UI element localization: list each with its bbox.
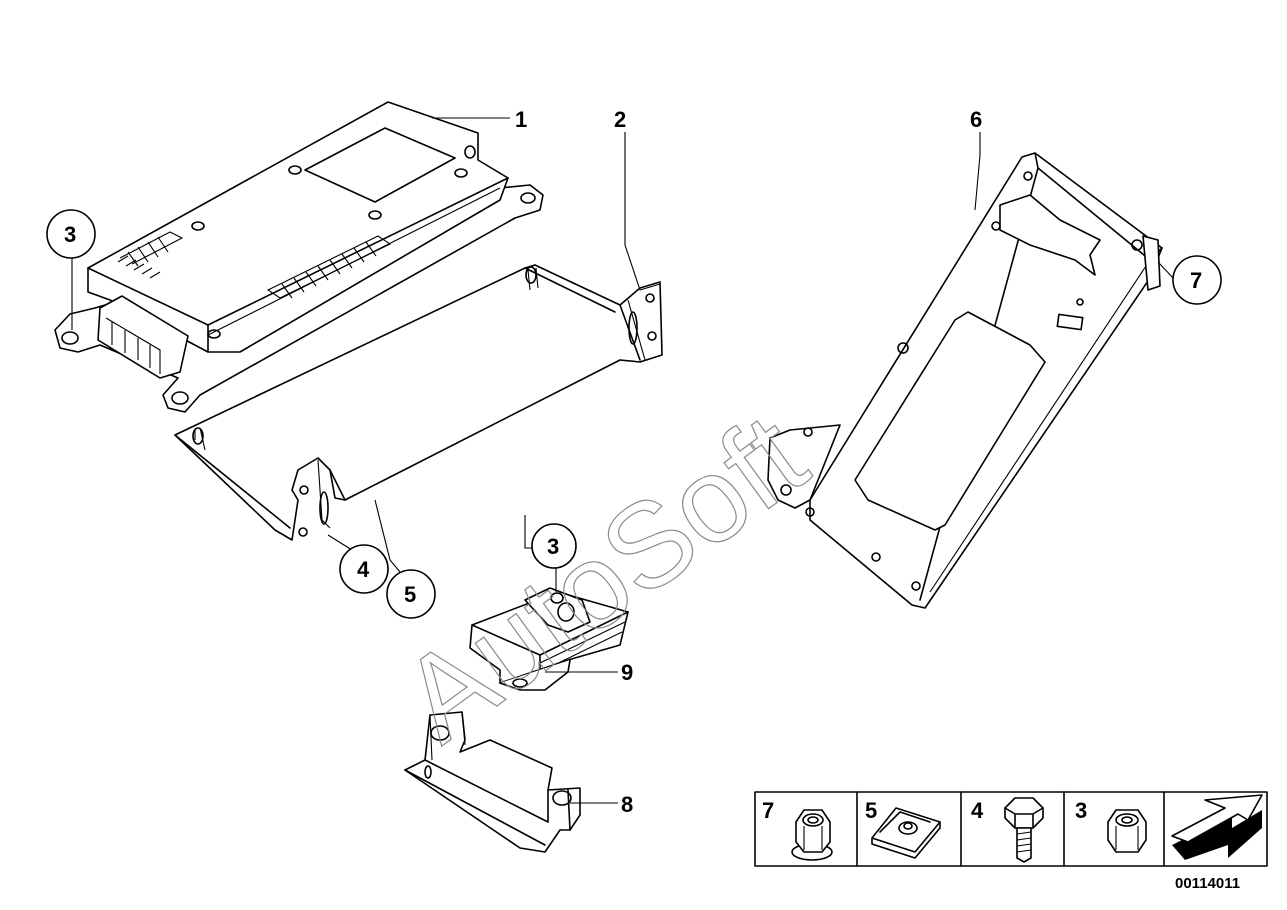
callout-circle-5: [386, 569, 436, 619]
callout-circle-3-top: [46, 209, 96, 259]
callout-8: 8: [621, 792, 633, 817]
bracket-part-8[interactable]: [404, 711, 581, 853]
callout-6: 6: [970, 107, 982, 132]
diagram-code: 00114011: [1175, 875, 1240, 892]
callout-7: 7: [1190, 268, 1202, 293]
legend-number-5: 5: [865, 798, 877, 823]
callout-circle-3-mid: [531, 523, 577, 569]
callout-3-mid: 3: [547, 534, 559, 559]
callout-circle-4: [339, 544, 389, 594]
direction-arrow-icon: [1171, 794, 1263, 860]
hex-nut-flange-icon: [791, 809, 833, 861]
tray-bracket-part-2[interactable]: [174, 264, 663, 541]
callout-2: 2: [614, 107, 626, 132]
clip-nut-icon: [871, 807, 941, 859]
callout-3-top: 3: [64, 222, 76, 247]
hex-nut-icon: [1107, 809, 1147, 853]
callout-1: 1: [515, 107, 527, 132]
callout-5: 5: [404, 582, 416, 607]
callout-4: 4: [357, 557, 370, 582]
control-unit-part-1[interactable]: [54, 101, 544, 413]
legend-number-7: 7: [762, 798, 774, 823]
bracket-plate-part-6[interactable]: [767, 152, 1163, 609]
hex-bolt-icon: [1004, 797, 1044, 863]
callout-circle-7: [1172, 255, 1222, 305]
legend-number-4: 4: [971, 798, 984, 823]
module-part-9[interactable]: [469, 587, 629, 691]
callout-9: 9: [621, 660, 633, 685]
legend-number-3: 3: [1075, 798, 1087, 823]
hardware-legend: 7 5 4 3: [754, 791, 1268, 867]
